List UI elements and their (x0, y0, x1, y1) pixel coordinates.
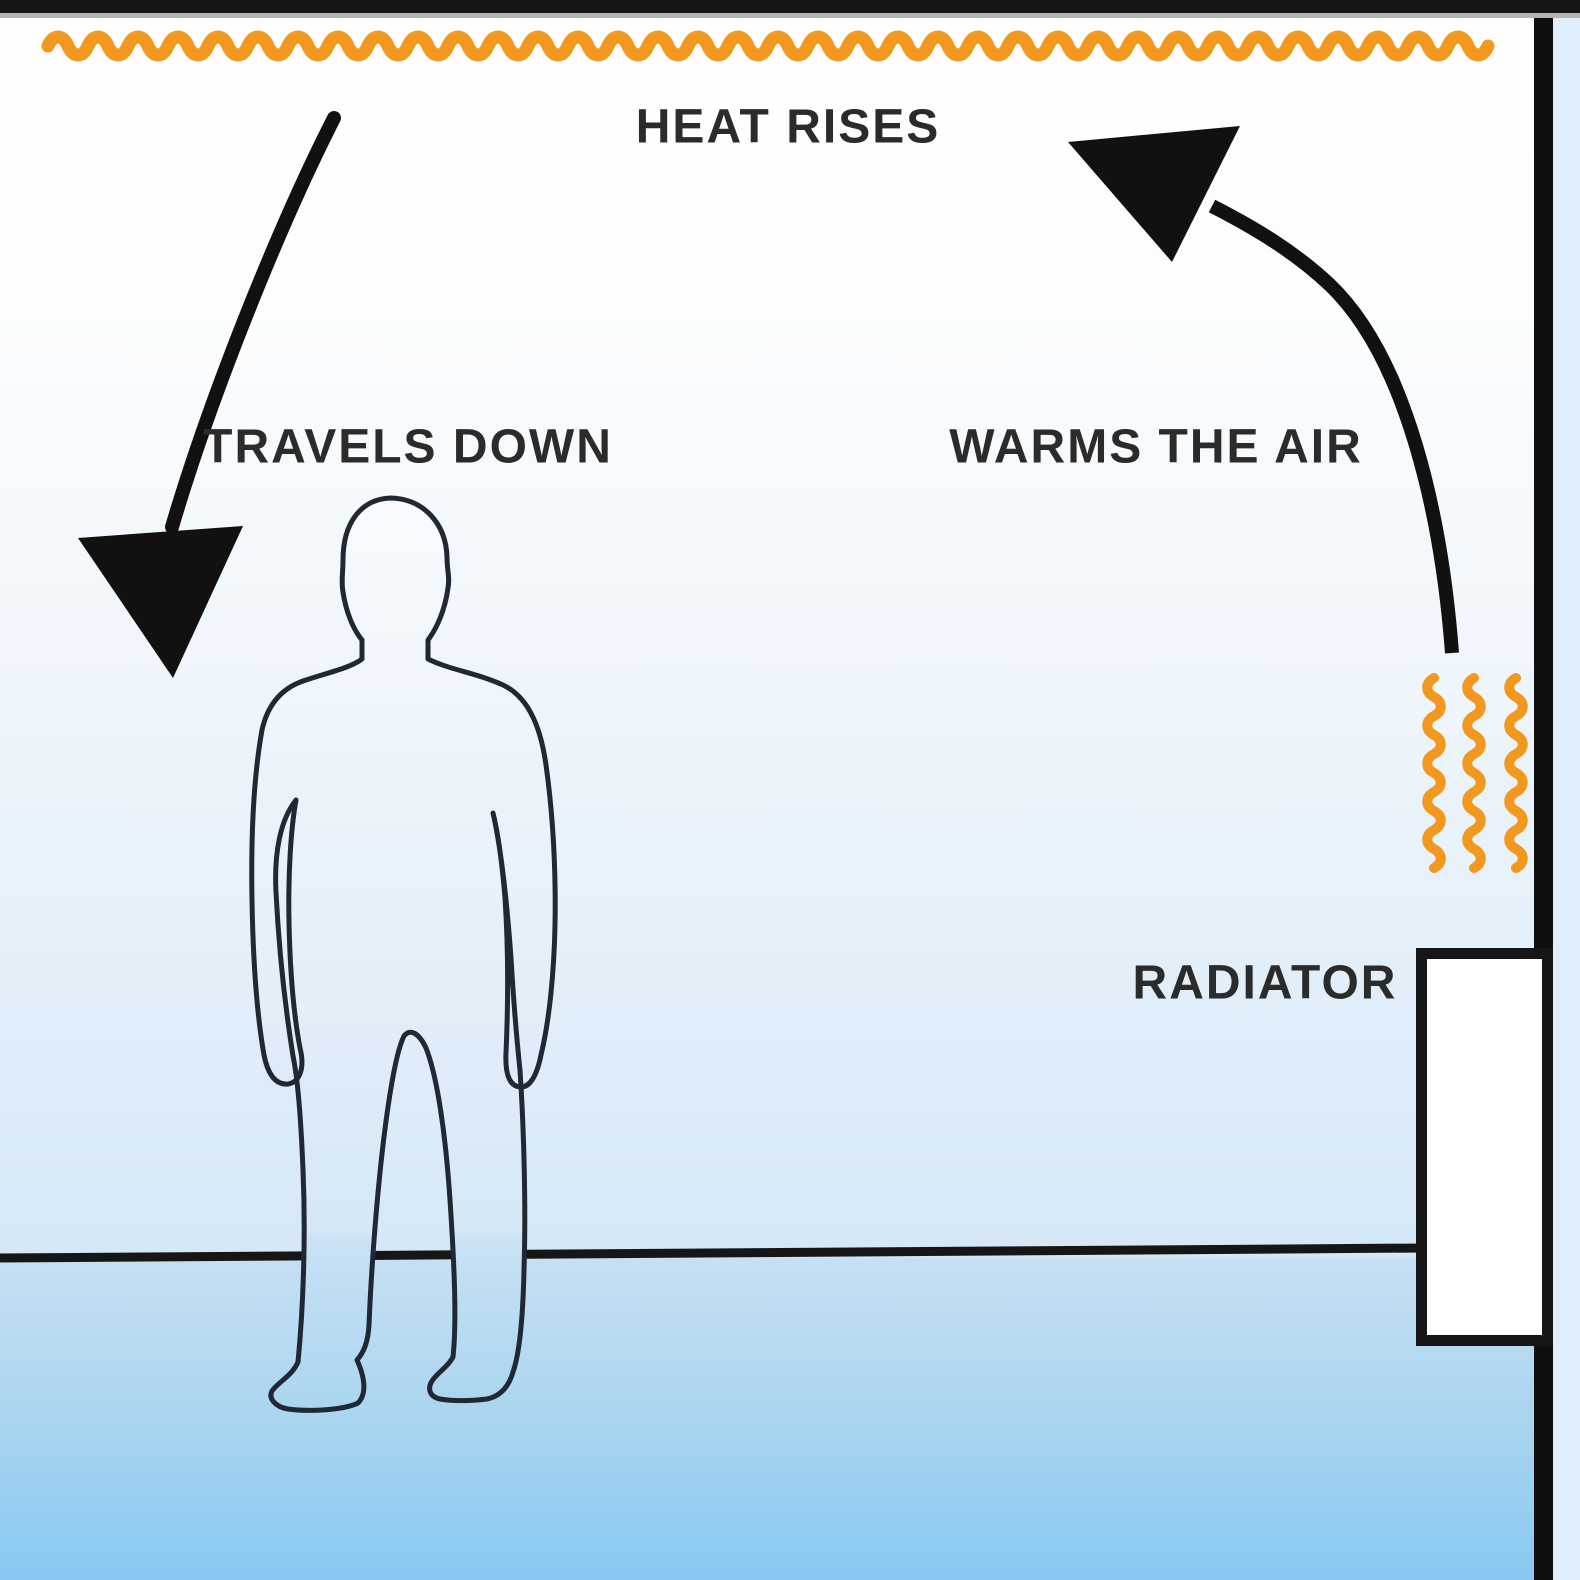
up-arrow-icon (1068, 126, 1459, 654)
ceiling-bar-shadow (0, 13, 1580, 18)
label-heat-rises: HEAT RISES (635, 100, 941, 154)
outside-wall-strip (1553, 0, 1580, 1580)
label-warms-the-air: WARMS THE AIR (949, 420, 1363, 474)
label-travels-down: TRAVELS DOWN (203, 420, 613, 474)
down-arrow-icon (78, 111, 341, 678)
person-figure (249, 495, 558, 1413)
floor-line (0, 1243, 1425, 1263)
radiator (1416, 948, 1553, 1346)
ceiling-heat-wave-icon (41, 30, 1495, 62)
ceiling-bar (0, 0, 1580, 13)
radiator-heat-waves-icon (1427, 678, 1523, 868)
label-radiator: RADIATOR (1132, 956, 1398, 1010)
